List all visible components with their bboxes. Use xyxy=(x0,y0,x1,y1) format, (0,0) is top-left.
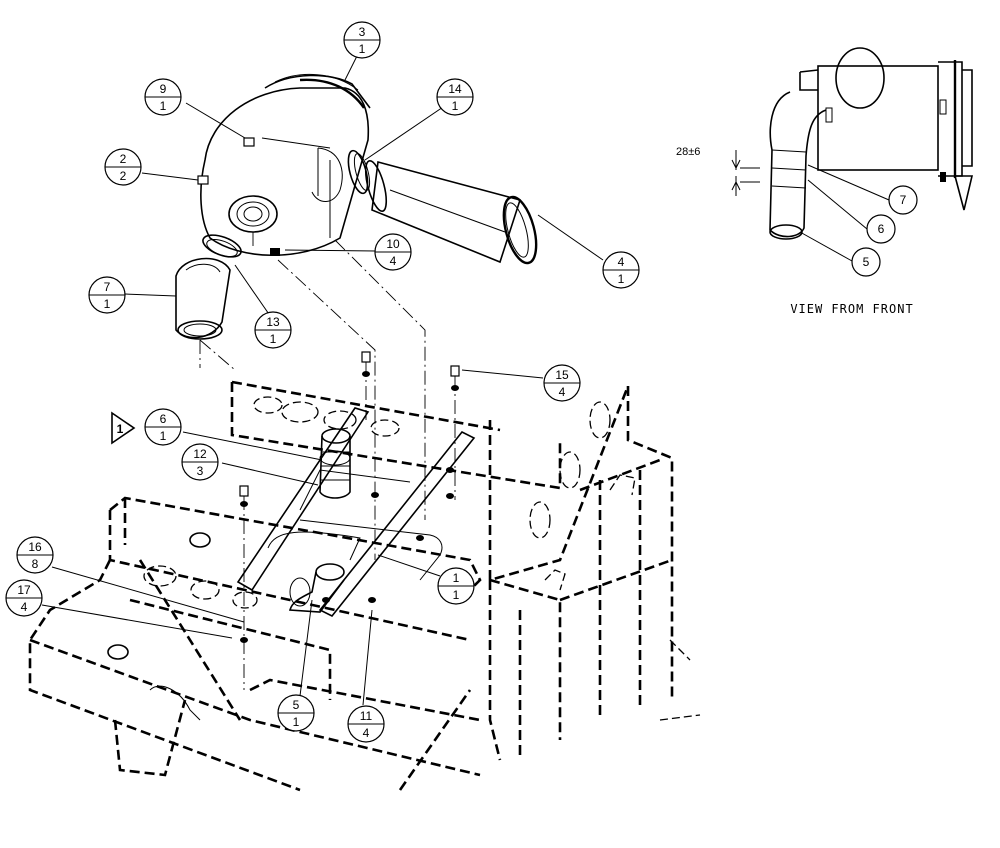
front-callout-7: 7 xyxy=(888,185,918,215)
intake-hose-4 xyxy=(364,160,538,265)
callout-quantity: 1 xyxy=(618,272,625,286)
air-cleaner-body xyxy=(197,73,371,257)
callout-quantity: 1 xyxy=(104,297,111,311)
callout-16: 168 xyxy=(16,536,54,574)
callout-14: 141 xyxy=(436,78,474,116)
callout-17: 174 xyxy=(5,579,43,617)
callout-item-number: 7 xyxy=(900,193,907,207)
flag-note-triangle: 1 xyxy=(111,411,136,445)
elbow-7 xyxy=(175,257,231,340)
hardware-fasteners xyxy=(239,351,460,690)
callout-item-number: 4 xyxy=(618,255,625,269)
callout-quantity: 1 xyxy=(452,99,459,113)
dimension-text: 28±6 xyxy=(676,146,700,158)
left-frame xyxy=(28,496,482,792)
callout-item-number: 1 xyxy=(453,571,460,585)
view-from-front-label: VIEW FROM FRONT xyxy=(790,302,913,316)
callout-quantity: 1 xyxy=(270,332,277,346)
callout-item-number: 13 xyxy=(266,315,280,329)
callout-quantity: 4 xyxy=(21,600,28,614)
callout-item-number: 11 xyxy=(360,709,373,723)
callout-13: 131 xyxy=(254,311,292,349)
callout-circle xyxy=(866,214,896,244)
callout-item-number: 10 xyxy=(386,237,400,251)
callout-4: 41 xyxy=(602,251,640,289)
clamp-13 xyxy=(202,234,242,258)
callout-item-number: 16 xyxy=(28,540,42,554)
callout-quantity: 1 xyxy=(453,588,460,602)
callout-item-number: 5 xyxy=(863,255,870,269)
callout-3: 31 xyxy=(343,21,381,59)
callout-quantity: 1 xyxy=(160,99,167,113)
callout-quantity: 4 xyxy=(363,726,370,740)
callout-item-number: 17 xyxy=(17,583,31,597)
callout-item-number: 15 xyxy=(555,368,569,382)
callout-item-number: 3 xyxy=(359,25,366,39)
callout-2: 22 xyxy=(104,148,142,186)
callout-15: 154 xyxy=(543,364,581,402)
right-frame xyxy=(488,385,701,761)
callout-1: 11 xyxy=(437,567,475,605)
mounting-rails xyxy=(236,407,476,618)
front-callout-5: 5 xyxy=(851,247,881,277)
callout-item-number: 12 xyxy=(193,447,207,461)
bracket-plate xyxy=(230,380,562,490)
callout-quantity: 4 xyxy=(559,385,566,399)
callout-11: 114 xyxy=(347,705,385,743)
front-view xyxy=(731,47,974,240)
callout-item-number: 7 xyxy=(104,280,111,294)
callout-6: 61 xyxy=(144,408,182,446)
callout-quantity: 1 xyxy=(359,42,366,56)
callout-9: 91 xyxy=(144,78,182,116)
front-callout-6: 6 xyxy=(866,214,896,244)
callout-quantity: 8 xyxy=(32,557,39,571)
assembly-center-lines xyxy=(199,232,426,560)
callout-7: 71 xyxy=(88,276,126,314)
callout-quantity: 1 xyxy=(293,715,300,729)
callout-item-number: 14 xyxy=(448,82,462,96)
callout-quantity: 4 xyxy=(390,254,397,268)
callout-quantity: 2 xyxy=(120,169,127,183)
callout-12: 123 xyxy=(181,443,219,481)
callout-quantity: 1 xyxy=(160,429,167,443)
callout-item-number: 6 xyxy=(878,222,885,236)
flag-note-number: 1 xyxy=(117,422,124,436)
callout-item-number: 5 xyxy=(293,698,300,712)
callout-5: 51 xyxy=(277,694,315,732)
callout-circle xyxy=(851,247,881,277)
front-view-callouts: 7 6 5 xyxy=(851,185,918,277)
callout-circle xyxy=(888,185,918,215)
callout-item-number: 9 xyxy=(160,82,167,96)
callout-item-number: 6 xyxy=(160,412,167,426)
pre-cleaner-tube-6 xyxy=(319,428,351,499)
callout-item-number: 2 xyxy=(120,152,127,166)
callout-quantity: 3 xyxy=(197,464,204,478)
callout-10: 104 xyxy=(374,233,412,271)
